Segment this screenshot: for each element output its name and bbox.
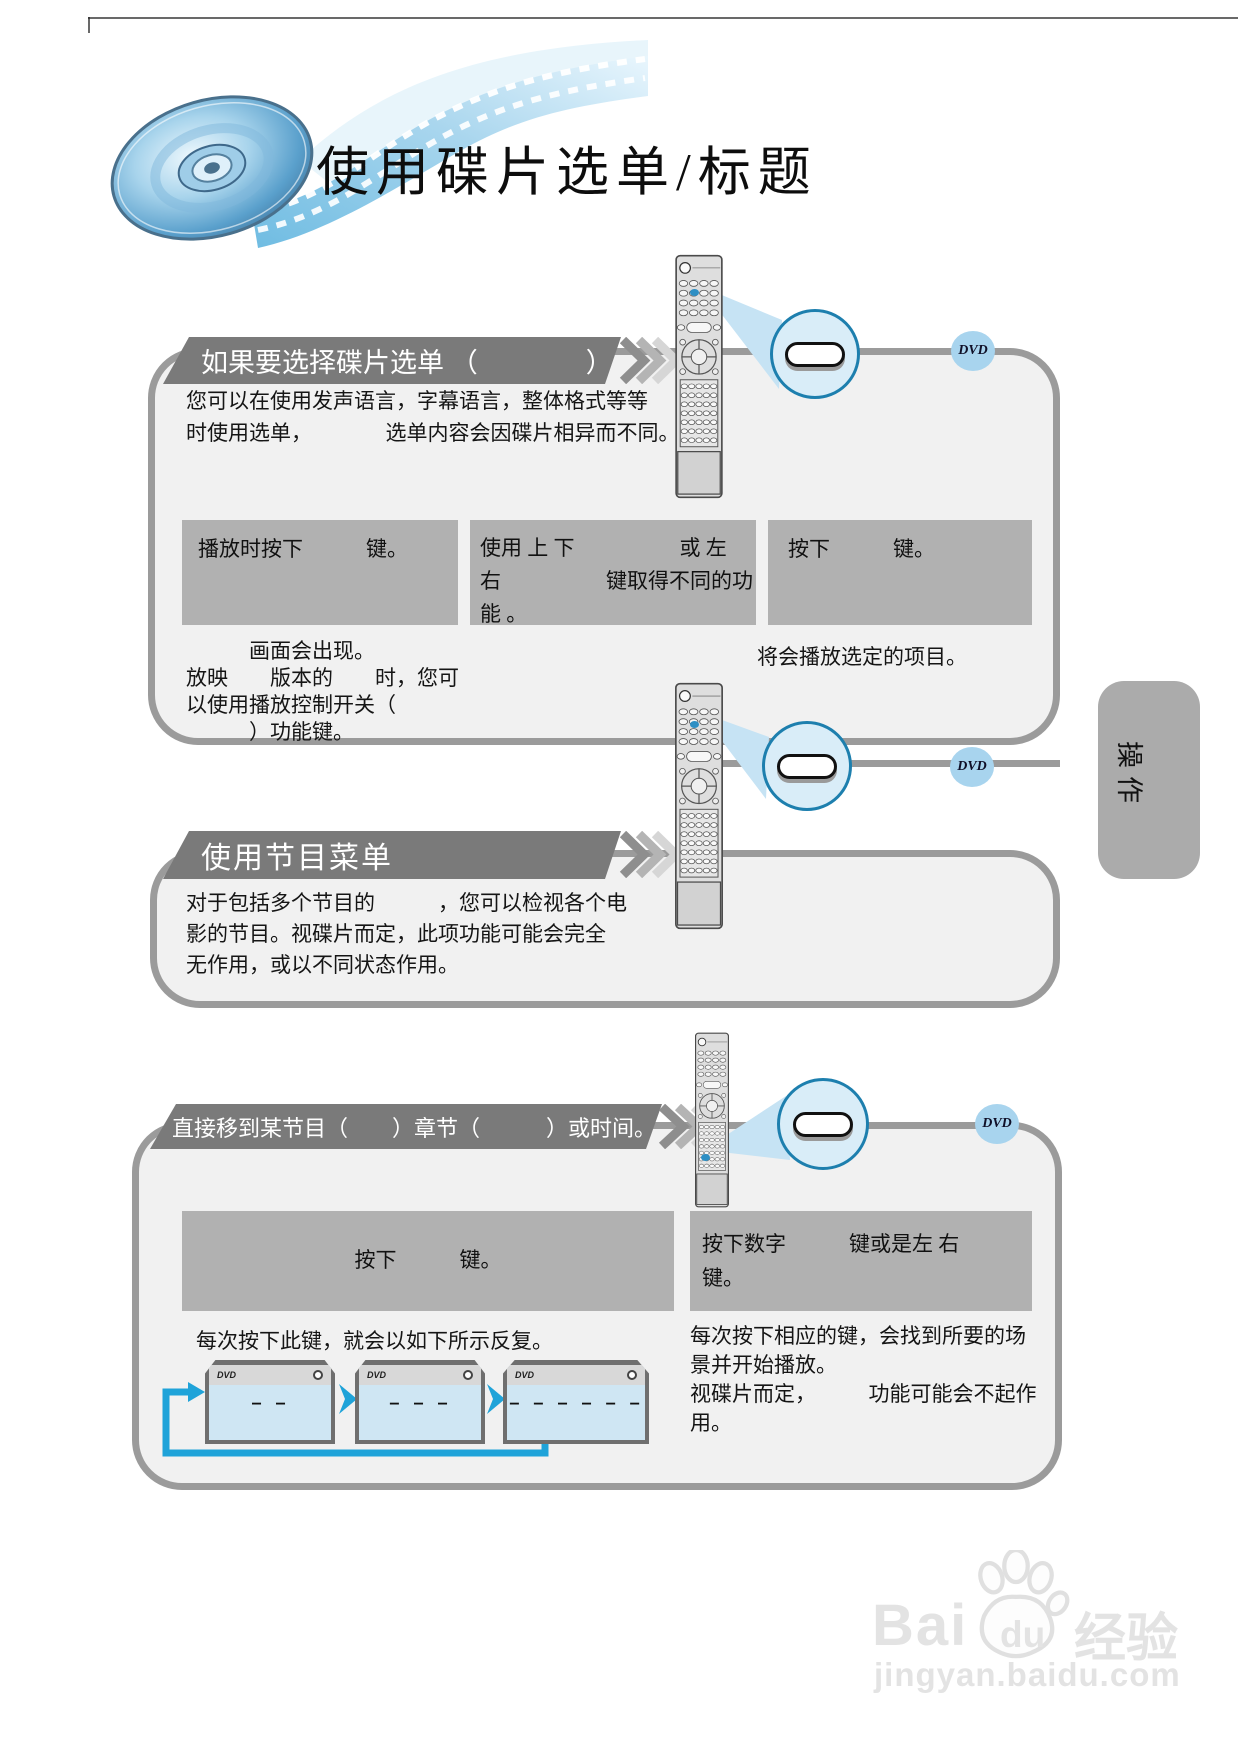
text-line: 画面会出现。: [186, 639, 375, 663]
text-line: 以使用播放控制开关（: [186, 693, 396, 717]
menu-button-pill: [777, 753, 837, 779]
banner-chevrons-icon: [619, 337, 680, 384]
front-display-panel: DVD – – – – – –: [503, 1360, 649, 1444]
text-line: 能 。: [480, 602, 528, 626]
page-title: 使用碟片选单/标题: [316, 144, 818, 202]
text-line: 放映 版本的 时，您可: [186, 666, 459, 690]
side-tab-label: 操作: [1114, 741, 1144, 811]
text-line: 景并开始播放。: [690, 1353, 837, 1377]
menu-button-pill: [793, 1111, 853, 1137]
panel-display-value: – –: [251, 1394, 289, 1412]
text-line: 用。: [690, 1411, 732, 1435]
remote-control-illustration: [688, 1032, 736, 1208]
text-line: 视碟片而定， 功能可能会不起作: [690, 1382, 1037, 1406]
section1-step1-box: 播放时按下 键。: [182, 520, 458, 625]
text-line: 影的节目。视碟片而定，此项功能可能会完全: [186, 922, 606, 946]
highlighted-remote-key: [701, 1154, 710, 1161]
highlighted-remote-key: [690, 289, 699, 296]
text-line: 按下数字 键或是左 右: [702, 1232, 960, 1256]
section1-note-right: 将会播放选定的项目。: [757, 645, 967, 669]
banner-chevrons-icon: [619, 831, 680, 878]
watermark-jingyan-text: 经验: [1074, 1611, 1179, 1668]
section1-banner: 如果要选择碟片选单 （ ）: [163, 337, 621, 384]
section3-banner-label: 直接移到某节目（ ）章节（ ）或时间。: [172, 1115, 657, 1141]
section3-step2-box: 按下数字 键或是左 右 键。: [690, 1211, 1032, 1311]
section3-note-right: 每次按下相应的键，会找到所要的场 景并开始播放。 视碟片而定， 功能可能会不起作…: [690, 1322, 1037, 1438]
text-line: ）功能键。: [186, 720, 354, 744]
panel-knob-icon: [463, 1370, 473, 1380]
text-line: 无作用，或以不同状态作用。: [186, 953, 459, 977]
remote-control-illustration: [674, 254, 724, 499]
section1-banner-label: 如果要选择碟片选单 （ ）: [201, 348, 613, 378]
connector-line: [700, 760, 1060, 767]
section3-banner: 直接移到某节目（ ）章节（ ）或时间。: [150, 1104, 662, 1149]
dvd-badge: DVD: [950, 747, 994, 787]
text-line: 播放时按下 键。: [198, 537, 408, 561]
panel-dvd-logo: DVD: [515, 1369, 535, 1380]
remote-control-illustration: [674, 682, 724, 930]
section3-note-left: 每次按下此键，就会以如下所示反复。: [196, 1329, 553, 1353]
callout-circle: [770, 309, 860, 399]
text-line: 按下 键。: [788, 537, 935, 561]
front-display-panel: DVD – – –: [355, 1360, 485, 1444]
section2-intro: 对于包括多个节目的 ，您可以检视各个电 影的节目。视碟片而定，此项功能可能会完全…: [186, 888, 627, 981]
section1-note-left: 画面会出现。 放映 版本的 时，您可 以使用播放控制开关（ ）功能键。: [186, 638, 459, 746]
text-line: 右 键取得不同的功: [480, 569, 753, 593]
highlighted-remote-key: [690, 721, 699, 728]
text-line: 使用 上 下 或 左: [480, 536, 727, 560]
panel-dvd-logo: DVD: [217, 1369, 237, 1380]
section1-step3-box: 按下 键。: [768, 520, 1032, 625]
section2-banner-label: 使用节目菜单: [201, 842, 393, 875]
baidu-paw-icon: [978, 1550, 1070, 1659]
panel-display-value: – – –: [389, 1394, 451, 1412]
dvd-badge: DVD: [975, 1104, 1019, 1144]
menu-button-pill: [785, 341, 845, 367]
page-crop-line: [88, 17, 1238, 19]
callout-circle: [762, 721, 852, 811]
cd-disc-icon: [110, 95, 314, 241]
watermark-baidu-text: Bai: [872, 1593, 969, 1658]
panel-knob-icon: [313, 1370, 323, 1380]
dvd-badge: DVD: [951, 331, 995, 371]
front-display-panel: DVD – –: [205, 1360, 335, 1444]
text-line: 每次按下相应的键，会找到所要的场: [690, 1324, 1026, 1348]
text-line: 键。: [702, 1266, 744, 1290]
section3-step1-box: 按下 键。: [182, 1211, 674, 1311]
text-line: 时使用选单， 选单内容会因碟片相异而不同。: [186, 421, 680, 445]
panel-dvd-logo: DVD: [367, 1369, 387, 1380]
section1-intro: 您可以在使用发声语言，字幕语言，整体格式等等 时使用选单， 选单内容会因碟片相异…: [186, 385, 680, 449]
watermark-du-text: du: [1000, 1614, 1046, 1655]
section2-banner: 使用节目菜单: [163, 831, 621, 879]
watermark-url: jingyan.baidu.com: [874, 1656, 1181, 1693]
text-line: 对于包括多个节目的 ，您可以检视各个电: [186, 891, 627, 915]
callout-circle: [777, 1078, 869, 1170]
panel-display-value: – – – – – –: [509, 1394, 643, 1412]
section1-step2-box: 使用 上 下 或 左 右 键取得不同的功 能 。: [470, 520, 756, 626]
page-crop-line: [88, 17, 90, 33]
side-tab-operation: 操作: [1098, 681, 1200, 879]
text-line: 按下 键。: [354, 1248, 502, 1272]
text-line: 您可以在使用发声语言，字幕语言，整体格式等等: [186, 389, 648, 413]
panel-knob-icon: [627, 1370, 637, 1380]
